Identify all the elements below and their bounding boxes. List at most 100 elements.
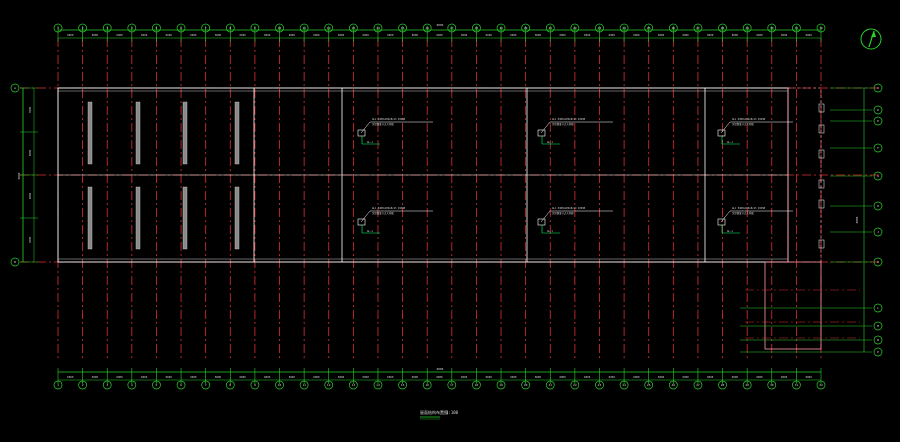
span-dimension-label: 6000 [412, 375, 419, 379]
axis-bubble [225, 380, 235, 390]
beam-section-symbol [537, 129, 546, 137]
annex-outline [764, 261, 822, 350]
axis-label: 29 [745, 26, 749, 30]
beam-tag: GL-1 [547, 230, 553, 233]
axis-bubble [496, 380, 506, 390]
span-dimension-label: 6000 [559, 33, 566, 37]
axis-bubble [10, 257, 20, 267]
opening [818, 124, 825, 134]
axis-bubble [398, 23, 407, 33]
axis-bubble [53, 380, 63, 390]
top-axis-bubble: 6 [176, 23, 186, 33]
axis-bubble [201, 380, 211, 390]
span-dimension-label: 6000 [609, 375, 616, 379]
axis-bubble [668, 380, 678, 390]
top-axis-bubble: 13 [349, 23, 358, 33]
right-axis-bubble: K [873, 257, 883, 267]
axis-bubble [422, 23, 432, 33]
axis-bubble [873, 143, 883, 153]
span-dimension-label: 6000 [806, 375, 813, 379]
axis-bubble [176, 23, 186, 33]
axis-label: 7 [205, 383, 207, 387]
span-dimension-label: 6000 [289, 33, 296, 37]
axis-label: 27 [696, 26, 700, 30]
axis-bubble [742, 380, 752, 390]
span-dimension-label: 6000 [658, 375, 665, 379]
opening [818, 149, 825, 159]
bottom-axis-bubble: 13 [349, 380, 358, 390]
span-dimension-label: 6000 [190, 33, 197, 37]
axis-bubble [545, 23, 555, 33]
axis-bubble [644, 380, 654, 390]
bottom-axis-bubble: 26 [668, 380, 678, 390]
span-dimension-label: 6000 [264, 33, 271, 37]
span-dimension-label: 6000 [239, 375, 246, 379]
beam-note-text: GL1 H400x200x8x13 Q345B [732, 118, 766, 121]
top-axis-bubble: 3 [102, 23, 112, 33]
span-dimension-label: 6000 [313, 33, 320, 37]
right-axis-bubble: D [873, 105, 883, 115]
axis-label: 4 [131, 383, 133, 387]
span-dimension-label: 6000 [387, 375, 394, 379]
bottom-axis-bubble: 14 [373, 380, 383, 390]
right-axis-bubble: F [873, 143, 883, 153]
axis-label: L [877, 306, 879, 310]
bottom-axis-bubble: 8 [225, 380, 235, 390]
beam-annotations: GL1 H400x200x8x13 Q345B详见钢梁节点大样图GL-1GL1 … [357, 118, 793, 234]
span-dimension-label: 3000 [28, 236, 32, 243]
leader-line [540, 121, 551, 134]
axis-label: 20 [524, 383, 528, 387]
grid-axis-lines [20, 38, 880, 360]
axis-bubble [767, 23, 777, 33]
top-axis-bubble: 2 [78, 23, 87, 33]
axis-bubble [152, 380, 161, 390]
skylight-strip [234, 101, 240, 165]
axis-bubble [570, 23, 580, 33]
axis-bubble [102, 23, 112, 33]
span-dimension-label: 6000 [732, 33, 739, 37]
opening [818, 179, 825, 189]
axis-bubble [225, 23, 235, 33]
axis-label: 8 [229, 26, 231, 30]
axis-label: 27 [696, 383, 700, 387]
axis-bubble [472, 380, 481, 390]
span-dimension-label: 6000 [806, 33, 813, 37]
axis-bubble [299, 23, 309, 33]
axis-bubble [324, 380, 334, 390]
top-axis-bubble: 23 [595, 23, 604, 33]
beam-section-symbol [357, 218, 366, 226]
bottom-axis-bubble: 4 [127, 380, 137, 390]
top-axis-bubble: 8 [225, 23, 235, 33]
axis-bubble [792, 23, 801, 33]
opening [818, 239, 825, 249]
axis-label: 5 [156, 26, 158, 30]
axis-label: 26 [672, 383, 676, 387]
axis-label: 11 [302, 26, 306, 30]
axis-label: N [877, 338, 879, 342]
axis-label: 12 [327, 26, 331, 30]
axis-bubble [299, 380, 309, 390]
axis-label: B [14, 260, 16, 264]
axis-label: 21 [548, 26, 552, 30]
total-dimension-label: 0000 [437, 367, 444, 371]
skylight-strip [87, 101, 93, 165]
span-dimension-label: 6000 [707, 375, 714, 379]
axis-bubble [873, 171, 883, 181]
axis-label: 14 [376, 383, 380, 387]
beam-tag: GL-1 [367, 230, 373, 233]
beam-note-text: GL1 H400x200x8x13 Q345B [732, 207, 766, 210]
span-dimension-label: 6000 [141, 33, 148, 37]
bottom-axis-bubble: 32 [816, 380, 826, 390]
span-dimension-label: 6000 [559, 375, 566, 379]
axis-label: 20 [524, 26, 528, 30]
axis-label: 14 [376, 26, 380, 30]
axis-bubble [275, 380, 284, 390]
span-dimension-label: 6000 [412, 33, 419, 37]
beam-note-text: 详见钢梁节点大样图 [552, 211, 574, 215]
axis-label: 12 [327, 383, 331, 387]
leader-line [720, 210, 731, 223]
